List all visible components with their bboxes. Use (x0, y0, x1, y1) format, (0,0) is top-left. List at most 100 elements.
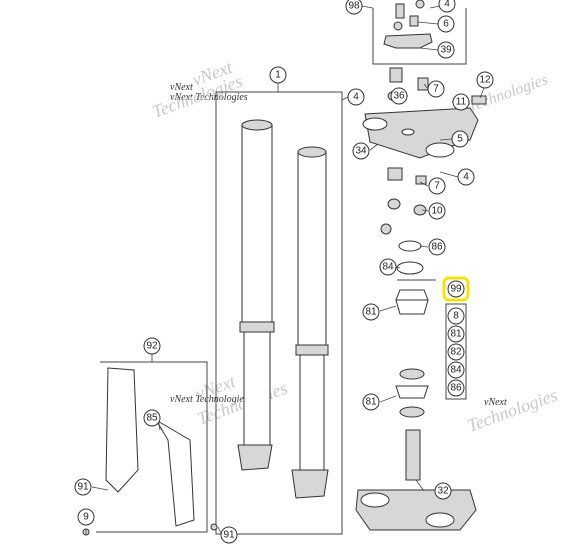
svg-text:81: 81 (365, 397, 377, 408)
bolt-part (395, 3, 405, 19)
svg-text:32: 32 (437, 486, 449, 497)
svg-text:8: 8 (453, 311, 459, 322)
clamp-bore (401, 128, 415, 136)
callout-32[interactable]: 32 (434, 482, 452, 500)
steering-stem (405, 429, 421, 481)
callout-9[interactable]: 9 (77, 508, 95, 526)
svg-text:84: 84 (382, 262, 394, 273)
washer-part (413, 204, 427, 216)
washer-part (380, 223, 392, 235)
watermark-text: vNext Technologies (170, 394, 248, 405)
callout-6[interactable]: 6 (437, 15, 455, 33)
bolt-part (389, 67, 403, 83)
fork-seal-part (239, 321, 275, 333)
svg-text:6: 6 (443, 19, 449, 30)
left-fork-lower-tube (243, 331, 271, 448)
watermark-text: vNext (484, 397, 507, 408)
bearing-lower (395, 299, 429, 315)
callout-10[interactable]: 10 (428, 202, 446, 220)
callout-4[interactable]: 4 (347, 88, 365, 106)
callout-81[interactable]: 81 (362, 393, 380, 411)
callout-5[interactable]: 5 (451, 130, 469, 148)
svg-text:4: 4 (353, 92, 359, 103)
svg-text:36: 36 (393, 91, 405, 102)
top-clamp-group (372, 0, 467, 65)
svg-text:86: 86 (431, 242, 443, 253)
callout-11[interactable]: 11 (452, 93, 470, 111)
svg-text:4: 4 (463, 172, 469, 183)
callout-91[interactable]: 91 (220, 526, 238, 544)
bolt-part (409, 15, 419, 27)
right-fork-guard (155, 419, 195, 527)
kit-item-callout[interactable]: 8 (447, 307, 465, 325)
svg-text:1: 1 (275, 70, 281, 81)
svg-text:86: 86 (450, 383, 462, 394)
callout-39[interactable]: 39 (437, 41, 455, 59)
watermark-group: vNext vNext Technologies Technologies vN… (150, 57, 560, 436)
callout-7[interactable]: 7 (427, 80, 445, 98)
svg-text:92: 92 (146, 341, 158, 352)
callout-86[interactable]: 86 (428, 238, 446, 256)
callout-12[interactable]: 12 (476, 71, 494, 89)
svg-text:91: 91 (223, 530, 235, 541)
svg-text:10: 10 (431, 206, 443, 217)
svg-text:81: 81 (450, 329, 462, 340)
watermark-text: Technologies (465, 385, 560, 436)
watermark-text: vNext (170, 82, 193, 93)
watermark-text: vNext Technologies (170, 92, 248, 103)
clamp-bore (425, 142, 455, 158)
kit-highlight (442, 276, 470, 302)
left-fork-guard (105, 367, 139, 493)
svg-text:9: 9 (83, 512, 89, 523)
callout-4[interactable]: 4 (457, 168, 475, 186)
svg-text:84: 84 (450, 365, 462, 376)
bar-mount-part (471, 95, 487, 105)
kit-item-callout[interactable]: 84 (447, 361, 465, 379)
callout-81[interactable]: 81 (362, 303, 380, 321)
svg-text:85: 85 (146, 413, 158, 424)
callout-36[interactable]: 36 (390, 87, 408, 105)
washer-part (415, 0, 425, 9)
left-fork-upper-tube (241, 124, 273, 326)
kit-item-callout[interactable]: 86 (447, 379, 465, 397)
clamp-bore (425, 512, 455, 528)
bearing-part (396, 261, 424, 275)
svg-text:11: 11 (456, 97, 467, 108)
nut-part (417, 77, 429, 91)
callout-1[interactable]: 1 (269, 66, 287, 84)
kit-title-callout[interactable]: 99 (447, 280, 465, 298)
bearing-group (395, 279, 436, 418)
nut-part (415, 175, 427, 185)
svg-text:98: 98 (348, 1, 360, 12)
fork-guard-group (82, 361, 218, 536)
svg-text:82: 82 (450, 347, 462, 358)
right-fork-upper-tube (297, 151, 327, 353)
right-fork-lower-tube (299, 354, 325, 471)
kit-list: 99 8 81 82 84 86 (442, 276, 470, 400)
axle-foot (237, 444, 273, 471)
svg-text:81: 81 (365, 307, 377, 318)
callout-85[interactable]: 85 (143, 409, 161, 427)
top-clamp-part (383, 33, 433, 49)
fork-cap (241, 119, 273, 131)
callout-4[interactable]: 4 (438, 0, 456, 13)
washer-part (393, 21, 403, 31)
callout-91[interactable]: 91 (74, 478, 92, 496)
kit-box (445, 303, 467, 400)
callout-7[interactable]: 7 (428, 177, 446, 195)
clamp-bore (360, 492, 390, 508)
kit-item-callout[interactable]: 81 (447, 325, 465, 343)
callout-34[interactable]: 34 (352, 142, 370, 160)
kit-item-callout[interactable]: 82 (447, 343, 465, 361)
axle-foot (291, 469, 329, 499)
svg-text:5: 5 (457, 134, 463, 145)
svg-text:99: 99 (450, 284, 462, 295)
bearing-seal-part (398, 240, 422, 252)
fork-group (215, 91, 343, 535)
callout-92[interactable]: 92 (143, 337, 161, 355)
clamp-bore (362, 117, 388, 131)
callout-98[interactable]: 98 (345, 0, 363, 15)
callout-84[interactable]: 84 (379, 258, 397, 276)
svg-text:34: 34 (355, 146, 367, 157)
